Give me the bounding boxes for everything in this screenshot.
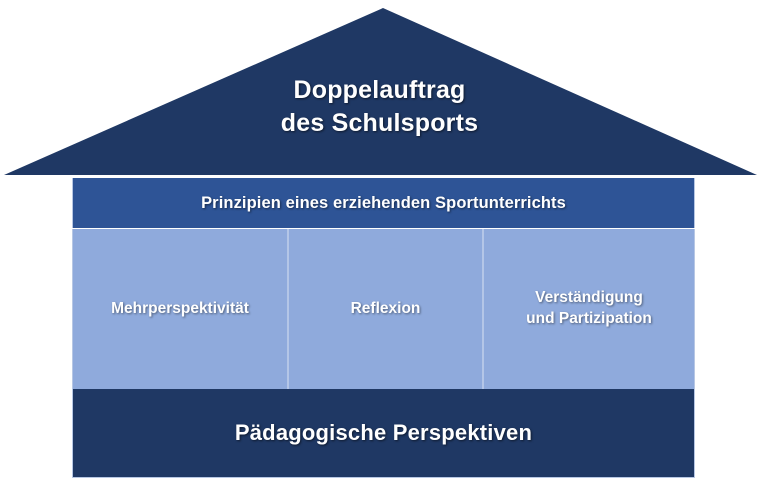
roof-triangle-svg: [4, 8, 757, 175]
pillar-label: Reflexion: [350, 299, 421, 317]
pillar-label: Verständigung und Partizipation: [526, 289, 652, 327]
foundation-band-label: Pädagogische Perspektiven: [234, 420, 533, 445]
roof-triangle: [4, 8, 757, 175]
pillar-mehrperspektivitaet: Mehrperspektivität: [73, 229, 287, 389]
roof-shape: Doppelauftrag des Schulsports: [0, 0, 759, 178]
pillar-verstaendigung-partizipation: Verständigung und Partizipation: [482, 229, 694, 389]
pillars-row: Mehrperspektivität Reflexion Verständigu…: [72, 229, 695, 389]
pillar-label: Mehrperspektivität: [111, 299, 249, 317]
house-body: Prinzipien eines erziehenden Sportunterr…: [72, 178, 695, 478]
roof-title: Doppelauftrag des Schulsports: [280, 76, 479, 137]
principles-band: Prinzipien eines erziehenden Sportunterr…: [72, 178, 695, 228]
pillar-reflexion: Reflexion: [287, 229, 482, 389]
foundation-band: Pädagogische Perspektiven: [72, 389, 695, 478]
principles-band-label: Prinzipien eines erziehenden Sportunterr…: [201, 193, 566, 212]
